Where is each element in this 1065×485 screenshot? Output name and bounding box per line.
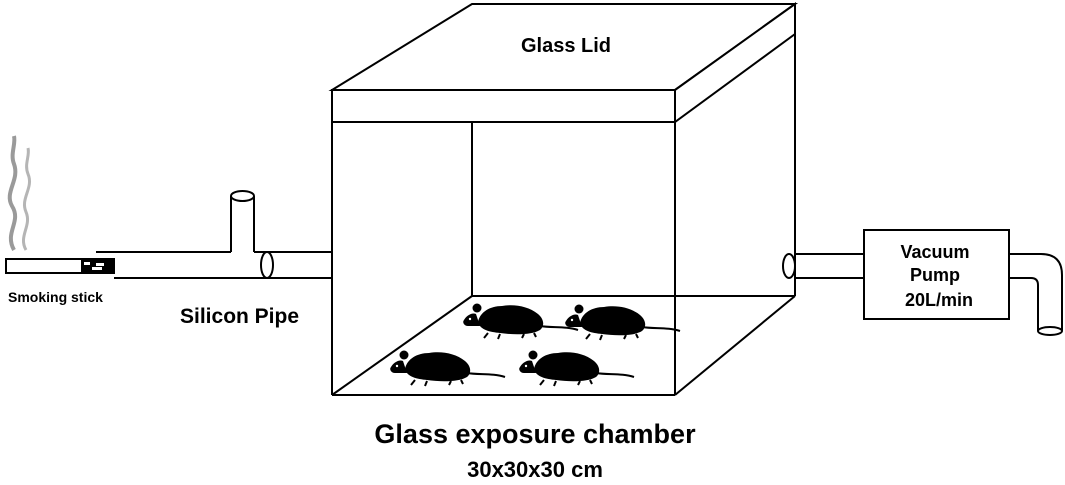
mouse-icon — [462, 302, 579, 340]
mouse-icon — [389, 349, 506, 387]
silicon-pipe-label: Silicon Pipe — [180, 305, 299, 328]
mouse-icon — [564, 303, 681, 341]
pump-box-icon — [863, 229, 1063, 336]
outlet-pipe-icon — [782, 253, 864, 279]
chamber-title: Glass exposure chamber — [374, 419, 696, 449]
pipe-icon — [96, 190, 332, 279]
glass-lid-label: Glass Lid — [521, 35, 611, 57]
mouse-icon — [518, 349, 635, 387]
vacuum-pump-rate: 20L/min — [905, 290, 973, 310]
smoking-stick-label: Smoking stick — [8, 289, 103, 305]
vacuum-pump-label-line2: Pump — [910, 265, 960, 285]
cube-icon — [328, 2, 799, 396]
cigarette-icon — [5, 258, 115, 274]
smoke-icon — [7, 135, 31, 251]
vacuum-pump-label: Vacuum — [900, 242, 969, 262]
chamber-size: 30x30x30 cm — [467, 457, 603, 482]
